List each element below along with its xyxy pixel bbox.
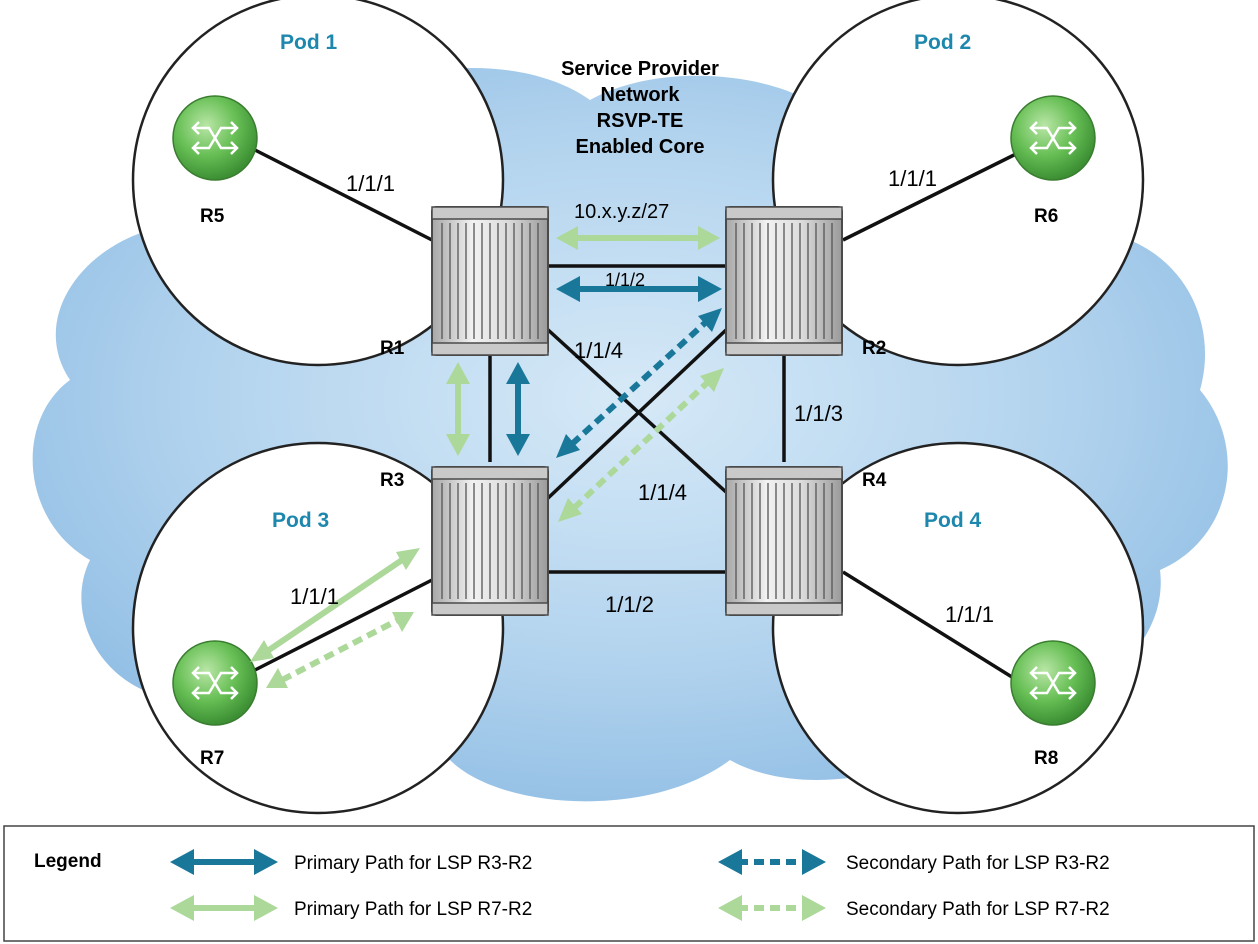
legend: Legend Primary Path for LSP R3-R2 Second…: [3, 825, 1255, 942]
port-label-r3-r2: 1/1/4: [638, 480, 687, 505]
primary-path-r3-r2-segment-1: [556, 276, 722, 302]
legend-heading: Legend: [34, 851, 102, 872]
port-label-r1-r4: 1/1/4: [574, 338, 623, 363]
port-label-r1-r2: 1/1/2: [605, 270, 645, 290]
link-r6-r2: [842, 150, 1021, 242]
pod-2-label: Pod 2: [914, 31, 971, 54]
svg-text:Network: Network: [601, 84, 681, 106]
svg-text:RSVP-TE: RSVP-TE: [597, 110, 684, 132]
legend-item-primary-r3-r2: Primary Path for LSP R3-R2: [294, 853, 532, 874]
subnet-label: 10.x.y.z/27: [574, 201, 669, 223]
legend-item-secondary-r7-r2: Secondary Path for LSP R7-R2: [846, 899, 1110, 920]
secondary-path-r7-r2-segment-1: [558, 368, 724, 522]
primary-path-r7-r2-segment-2: [446, 362, 470, 456]
router-label-r6: R6: [1034, 206, 1058, 227]
router-icon-r6: [1009, 94, 1097, 182]
secondary-path-r7-r2-segment-2: [266, 612, 414, 688]
legend-light-solid-arrow: [170, 895, 278, 921]
router-label-r2: R2: [862, 338, 886, 359]
port-label-r2-r6: 1/1/1: [888, 166, 937, 191]
legend-item-primary-r7-r2: Primary Path for LSP R7-R2: [294, 899, 532, 920]
legend-dark-solid-arrow: [170, 849, 278, 875]
router-label-r7: R7: [200, 748, 224, 769]
network-title: Service Provider Network RSVP-TE Enabled…: [561, 58, 719, 158]
port-label-r3-r4: 1/1/2: [605, 592, 654, 617]
pod-4-label: Pod 4: [924, 509, 981, 532]
legend-box: [3, 825, 1255, 942]
pod-3-label: Pod 3: [272, 509, 329, 532]
svg-text:Enabled Core: Enabled Core: [576, 136, 705, 158]
pod-1-label: Pod 1: [280, 31, 337, 54]
switch-chassis-icon-r2: [725, 206, 843, 356]
router-icon-r8: [1009, 639, 1097, 727]
router-label-r3: R3: [380, 470, 404, 491]
legend-item-secondary-r3-r2: Secondary Path for LSP R3-R2: [846, 853, 1110, 874]
router-label-r1: R1: [380, 338, 405, 359]
router-label-r4: R4: [862, 470, 887, 491]
port-label-r1-r5: 1/1/1: [346, 171, 395, 196]
switch-chassis-icon-r4: [725, 466, 843, 616]
link-r5-r1: [254, 148, 433, 242]
switch-chassis-icon-r3: [431, 466, 549, 616]
secondary-path-r3-r2: [556, 308, 722, 458]
switch-chassis-icon-r1: [431, 206, 549, 356]
primary-path-r7-r2-segment-1: [556, 226, 720, 250]
link-r7-r3: [254, 578, 433, 672]
link-r1-r4: [544, 326, 728, 494]
svg-text:Service Provider: Service Provider: [561, 58, 719, 80]
router-icon-r5: [171, 94, 259, 182]
port-label-r4-r8: 1/1/1: [945, 602, 994, 627]
router-icon-r7: [171, 639, 259, 727]
port-label-r2-r4: 1/1/3: [794, 401, 843, 426]
primary-path-r7-r2-segment-3: [250, 548, 420, 662]
router-label-r8: R8: [1034, 748, 1058, 769]
router-label-r5: R5: [200, 206, 225, 227]
legend-light-dashed-arrow: [718, 895, 826, 921]
link-r2-r3: [544, 328, 728, 502]
lsp-path-arrows: [250, 226, 724, 688]
primary-path-r3-r2-segment-2: [506, 362, 530, 456]
legend-dark-dashed-arrow: [718, 849, 826, 875]
link-r8-r4: [842, 570, 1021, 684]
links: [254, 148, 1021, 684]
port-label-r3-r7: 1/1/1: [290, 584, 339, 609]
